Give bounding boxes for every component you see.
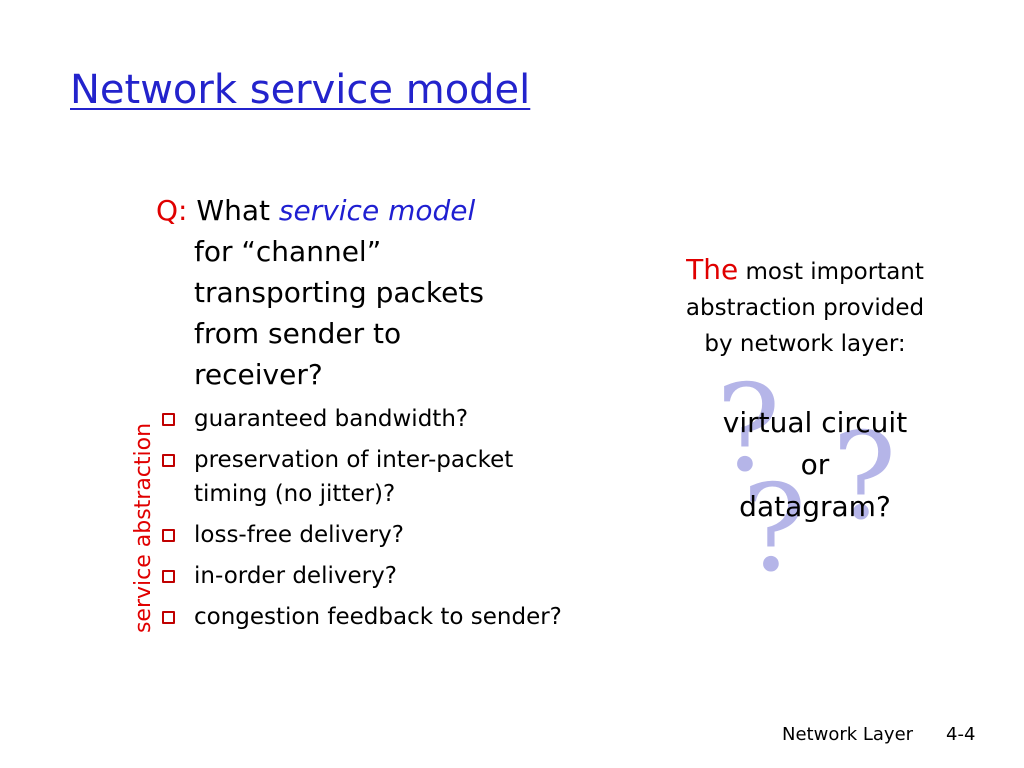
bullet-text: congestion feedback to sender? xyxy=(194,604,562,630)
question-line-5: receiver? xyxy=(194,358,323,391)
question-block: Q: What service model for “channel” tran… xyxy=(156,190,576,395)
bullet-text: loss-free delivery? xyxy=(194,522,404,548)
question-mark-icon: ? xyxy=(832,408,897,547)
service-model-emphasis: service model xyxy=(278,194,476,227)
vc-line-2: or xyxy=(800,448,830,481)
footer-chapter: Network Layer xyxy=(782,724,914,745)
question-line-3: transporting packets xyxy=(194,276,484,309)
important-line-2: abstraction provided xyxy=(685,295,925,321)
important-line-3: by network layer: xyxy=(704,331,906,357)
vc-line-3: datagram? xyxy=(739,490,891,523)
bullet-text: preservation of inter-packet timing (no … xyxy=(194,447,514,507)
bullet-text: in-order delivery? xyxy=(194,563,397,589)
checkbox-square-icon xyxy=(162,570,175,583)
footer-page-number: 4-4 xyxy=(946,724,976,745)
service-abstraction-label: service abstraction xyxy=(131,422,156,634)
checkbox-square-icon xyxy=(162,611,175,624)
question-mark-icon: ? xyxy=(716,360,781,499)
list-item: loss-free delivery? xyxy=(158,518,588,552)
list-item: preservation of inter-packet timing (no … xyxy=(158,443,588,511)
question-line-4: from sender to xyxy=(194,317,402,350)
question-line-2: for “channel” xyxy=(194,235,382,268)
checkbox-square-icon xyxy=(162,529,175,542)
bullet-text: guaranteed bandwidth? xyxy=(194,406,469,432)
bullet-list: guaranteed bandwidth? preservation of in… xyxy=(158,402,588,641)
vc-line-1: virtual circuit xyxy=(722,406,908,439)
question-what: What xyxy=(196,194,270,227)
the-emphasis: The xyxy=(686,253,739,286)
slide-title: Network service model xyxy=(70,67,531,113)
important-line-1: most important xyxy=(745,259,924,285)
checkbox-square-icon xyxy=(162,413,175,426)
question-mark-icon: ? xyxy=(742,460,807,599)
most-important-note: The most important abstraction provided … xyxy=(650,252,960,362)
question-label: Q: xyxy=(156,194,188,227)
list-item: congestion feedback to sender? xyxy=(158,600,588,634)
checkbox-square-icon xyxy=(162,454,175,467)
list-item: guaranteed bandwidth? xyxy=(158,402,588,436)
virtual-circuit-question: virtual circuit or datagram? xyxy=(690,402,940,528)
list-item: in-order delivery? xyxy=(158,559,588,593)
